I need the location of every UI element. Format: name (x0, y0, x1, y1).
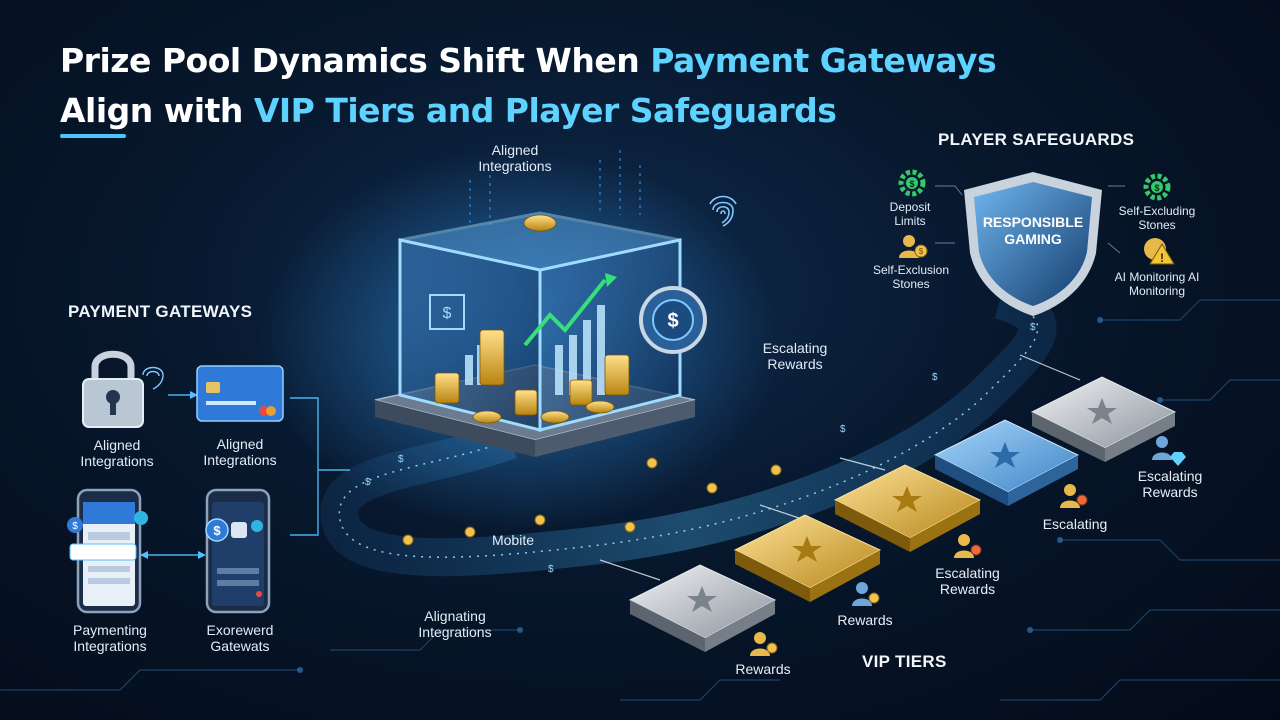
title-underline (60, 134, 126, 138)
shield-text: RESPONSIBLE GAMING (982, 214, 1084, 247)
svg-text:$: $ (365, 477, 371, 488)
gateway-label-2: Aligned Integrations (203, 436, 277, 468)
svg-text:$: $ (72, 521, 78, 532)
tier-3-platform (833, 464, 982, 552)
tier-4-platform (933, 419, 1080, 506)
gear-dollar-icon-right: $ (1142, 172, 1172, 207)
payment-gateways-heading: PAYMENT GATEWAYS (68, 302, 253, 321)
tier-1-platform (628, 564, 777, 652)
svg-text:$: $ (398, 454, 404, 465)
safeguard-label-4: AI Monitoring AI Monitoring (1114, 270, 1200, 298)
title-line1-highlight: Payment Gateways (650, 41, 997, 80)
gateway-label-1: Aligned Integrations (80, 437, 154, 469)
reward-user-icon-1 (750, 632, 778, 656)
reward-user-icon-3 (954, 534, 982, 558)
phone-wallet-icon: $ (197, 488, 282, 621)
path-label-escalating: Escalating Rewards (762, 340, 828, 372)
vault-top-label: Aligned Integrations (478, 142, 552, 174)
phone-app-icon: $ (66, 488, 151, 621)
svg-text:$: $ (667, 310, 678, 332)
vault-illustration: $ $ (374, 211, 707, 457)
shield-icon (958, 168, 1108, 323)
svg-text:$: $ (840, 424, 846, 435)
svg-text:$: $ (909, 179, 914, 189)
safeguard-label-1: Deposit Limits (889, 200, 931, 228)
padlock-fingerprint-icon (75, 345, 170, 435)
tier-5-platform (1030, 376, 1177, 462)
page-title: Prize Pool Dynamics Shift When Payment G… (60, 36, 1160, 136)
gear-dollar-icon: $ (897, 168, 927, 203)
path-label-alignating: Alignating Integrations (418, 608, 492, 640)
safeguard-label-3: Self-Excluding Stones (1118, 204, 1196, 232)
title-line2-highlight: VIP Tiers and Player Safeguards (253, 91, 837, 130)
path-label-mobite: Mobite (491, 532, 535, 548)
svg-text:$: $ (443, 305, 452, 322)
tier-3-reward-label: Escalating Rewards (935, 565, 1000, 597)
warning-icon: ! (1142, 236, 1176, 271)
title-line2-white: Align with (60, 91, 254, 130)
tier-4-reward-label: Escalating (1042, 516, 1108, 532)
tier-2-reward-label: Rewards (837, 612, 893, 628)
svg-text:$: $ (213, 523, 221, 538)
svg-text:$: $ (548, 564, 554, 575)
reward-user-icon-4 (1060, 484, 1088, 508)
svg-text:$: $ (1030, 322, 1036, 333)
vip-tiers-heading: VIP TIERS (862, 652, 947, 671)
svg-text:$: $ (1154, 183, 1159, 193)
gateway-label-3: Paymenting Integrations (73, 622, 147, 654)
tier-5-reward-label: Escalating Rewards (1137, 468, 1203, 500)
tier-1-reward-label: Rewards (735, 661, 791, 677)
gateway-label-4: Exorewerd Gatewats (206, 622, 274, 654)
user-dollar-icon: $ (897, 232, 929, 265)
tier-2-platform (733, 514, 882, 602)
svg-text:!: ! (1160, 251, 1164, 265)
fingerprint-icon (705, 190, 741, 235)
credit-card-icon (196, 365, 286, 428)
reward-user-icon-2 (852, 582, 880, 606)
svg-text:$: $ (932, 372, 938, 383)
title-line1-white: Prize Pool Dynamics Shift When (60, 41, 651, 80)
safeguard-label-2: Self-Exclusion Stones (872, 263, 950, 291)
svg-text:$: $ (919, 247, 924, 256)
reward-user-icon-5 (1152, 436, 1186, 466)
player-safeguards-heading: PLAYER SAFEGUARDS (938, 130, 1135, 149)
